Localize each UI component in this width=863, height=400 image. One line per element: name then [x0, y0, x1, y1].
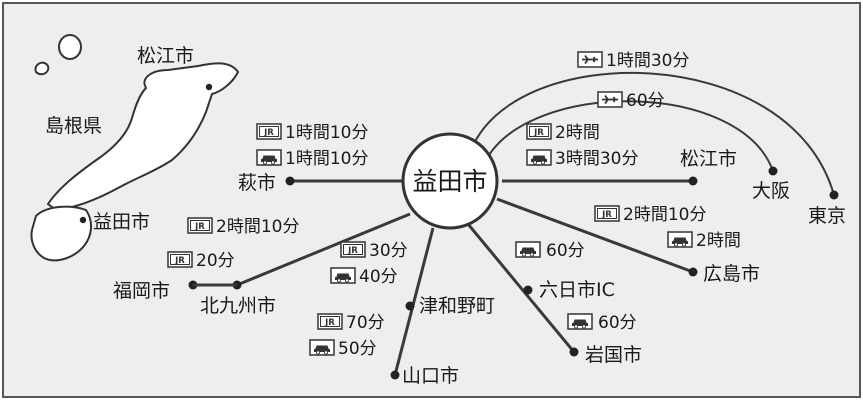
svg-text:60分: 60分: [626, 91, 665, 111]
city-kitakyushu: 北九州市: [200, 295, 276, 317]
city-yamaguchi: 山口市: [402, 365, 459, 387]
svg-text:3時間30分: 3時間30分: [555, 149, 638, 169]
car-icon: [330, 267, 356, 284]
svg-text:1時間10分: 1時間10分: [285, 149, 368, 169]
route-tokyo: [469, 71, 835, 196]
time-iwakuni-car: 60分: [567, 313, 637, 333]
masuda-prefecture-label: 益田市: [93, 211, 150, 233]
svg-text:1時間30分: 1時間30分: [606, 51, 689, 71]
city-osaka: 大阪: [752, 180, 790, 202]
svg-text:40分: 40分: [359, 267, 398, 287]
time-hiroshima-train: 2時間10分: [594, 205, 706, 225]
jr-icon: [340, 241, 366, 258]
route-lines: [236, 179, 694, 376]
city-hiroshima: 広島市: [703, 263, 760, 285]
svg-text:2時間10分: 2時間10分: [216, 217, 299, 237]
svg-text:60分: 60分: [546, 241, 585, 261]
city-hagi: 萩市: [238, 172, 276, 194]
city-iwakuni: 岩国市: [585, 344, 642, 366]
svg-text:1時間10分: 1時間10分: [285, 123, 368, 143]
city-tokyo: 東京: [808, 205, 846, 227]
hub-circle: [401, 132, 499, 230]
plane-icon: [597, 91, 623, 108]
city-muikaichi: 六日市IC: [539, 279, 615, 301]
plane-icon: [577, 51, 603, 68]
time-yamaguchi-train: 70分: [317, 313, 385, 333]
jr-icon: [526, 123, 552, 140]
city-dots: [188, 176, 698, 380]
jr-icon: [167, 251, 193, 268]
time-tokyo-plane: 1時間30分: [577, 51, 689, 71]
route-osaka: [485, 100, 774, 172]
city-fukuoka: 福岡市: [113, 280, 170, 302]
svg-text:2時間: 2時間: [555, 123, 600, 143]
svg-text:2時間: 2時間: [696, 231, 741, 251]
jr-icon: [594, 205, 620, 222]
time-fukuoka-train: 2時間10分: [187, 217, 299, 237]
city-matsue: 松江市: [680, 148, 737, 170]
prefecture-name: 島根県: [45, 115, 102, 137]
svg-text:20分: 20分: [196, 251, 235, 271]
shimane-prefecture-shape: [30, 34, 240, 262]
time-tsuwano-train: 30分: [340, 241, 408, 261]
jr-icon: [317, 313, 343, 330]
time-matsue-car: 3時間30分: [526, 149, 638, 169]
time-kitakyushu-train: 20分: [167, 251, 235, 271]
jr-icon: [187, 217, 213, 234]
svg-text:2時間10分: 2時間10分: [623, 205, 706, 225]
osaka-dot: [768, 166, 778, 176]
matsue-prefecture-label: 松江市: [137, 45, 194, 67]
svg-text:60分: 60分: [598, 313, 637, 333]
car-icon: [309, 339, 335, 356]
car-icon: [256, 149, 282, 166]
time-hiroshima-car: 2時間: [667, 231, 741, 251]
car-icon: [667, 231, 693, 248]
car-icon: [526, 149, 552, 166]
time-hagi-train: 1時間10分: [256, 123, 368, 143]
city-tsuwano: 津和野町: [419, 295, 495, 317]
svg-text:70分: 70分: [346, 313, 385, 333]
svg-text:50分: 50分: [338, 339, 377, 359]
car-icon: [567, 313, 593, 330]
time-osaka-plane: 60分: [597, 91, 665, 111]
svg-text:30分: 30分: [369, 241, 408, 261]
hub-name: 益田市: [412, 167, 487, 196]
time-matsue-train: 2時間: [526, 123, 600, 143]
time-hagi-car: 1時間10分: [256, 149, 368, 169]
time-tsuwano-car: 40分: [330, 267, 398, 287]
time-muikaichi-car: 60分: [515, 241, 585, 261]
tokyo-dot: [829, 190, 839, 200]
car-icon: [515, 241, 541, 258]
time-yamaguchi-car: 50分: [309, 339, 377, 359]
jr-icon: [256, 123, 282, 140]
